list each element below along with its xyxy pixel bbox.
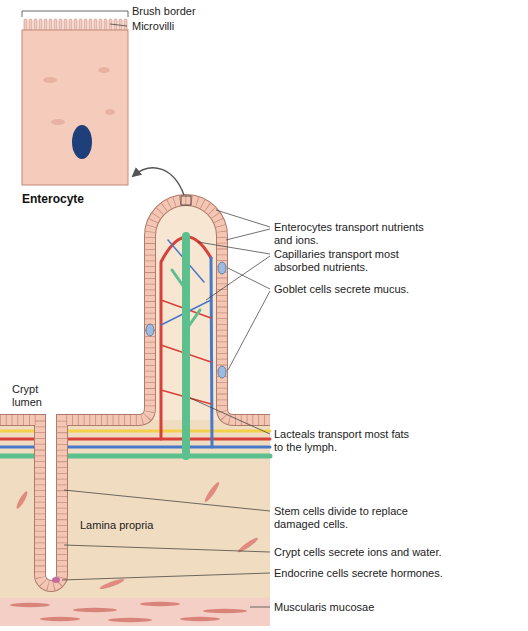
nucleus [72, 125, 92, 159]
muscularis-layer [73, 608, 117, 612]
muscle-cell [203, 481, 221, 504]
leader-line [226, 229, 270, 240]
muscle-cell [15, 490, 29, 510]
goblet-cell [146, 324, 154, 336]
bracket [22, 11, 128, 26]
leader-line [190, 398, 270, 434]
callout-label: Lacteals transport most fats to the lymp… [274, 428, 416, 454]
leader-line [228, 268, 270, 289]
lamina-propria-tissue [0, 200, 270, 598]
muscularis-layer [140, 602, 180, 606]
figure-label: Enterocyte [22, 192, 84, 206]
muscularis-layer [180, 617, 220, 621]
enterocyte-cell [105, 109, 115, 115]
muscularis-layer [10, 602, 247, 622]
leader-line [216, 210, 270, 227]
blood-vessel [172, 270, 200, 330]
bracket [110, 24, 127, 26]
callout-label: Endocrine cells secrete hormones. [274, 567, 443, 580]
endocrine-cell [52, 577, 60, 583]
region-label: Crypt lumen [12, 383, 52, 409]
epithelium [0, 200, 270, 586]
muscularis-layer [0, 598, 270, 626]
detail-box [181, 196, 191, 205]
epithelium [0, 200, 270, 586]
callout-label: Microvilli [132, 20, 174, 33]
epithelium [0, 200, 270, 586]
goblet-cell [146, 262, 226, 378]
muscularis-layer [203, 609, 247, 613]
callout-label: Brush border [132, 5, 196, 18]
muscularis-layer [10, 603, 50, 607]
callout-label: Crypt cells secrete ions and water. [274, 546, 442, 559]
muscularis-layer [40, 617, 80, 621]
leader-line [64, 545, 270, 552]
blood-vessel [182, 236, 190, 456]
bracket [22, 11, 128, 17]
blood-vessel [211, 258, 212, 447]
enterocyte-cell [43, 77, 57, 83]
muscle-cell [99, 577, 125, 591]
leader-line [198, 242, 270, 254]
leader-line [206, 256, 270, 300]
enterocyte-cell [98, 67, 110, 73]
callout-label: Capillaries transport most absorbed nutr… [274, 248, 424, 274]
callout-label: Goblet cells secrete mucus. [274, 283, 409, 296]
leader-line [62, 573, 270, 580]
callout-label: Stem cells divide to replace damaged cel… [274, 505, 424, 531]
callout-label: Enterocytes transport nutrients and ions… [274, 221, 434, 247]
enterocyte-cell [22, 19, 128, 185]
enterocyte-cell [22, 30, 128, 185]
muscularis-layer [0, 598, 270, 626]
leader-line [228, 291, 270, 370]
muscularis-layer [108, 618, 152, 622]
goblet-cell [218, 262, 226, 274]
region-label: Lamina propria [80, 519, 153, 532]
leader-line [64, 490, 270, 511]
detail-arrow [133, 168, 184, 195]
region-label: Muscularis mucosae [274, 601, 374, 614]
goblet-cell [218, 366, 226, 378]
leader-line [250, 607, 270, 608]
enterocyte-cell [51, 119, 65, 125]
leader-line [62, 210, 270, 607]
epithelium [0, 200, 270, 586]
